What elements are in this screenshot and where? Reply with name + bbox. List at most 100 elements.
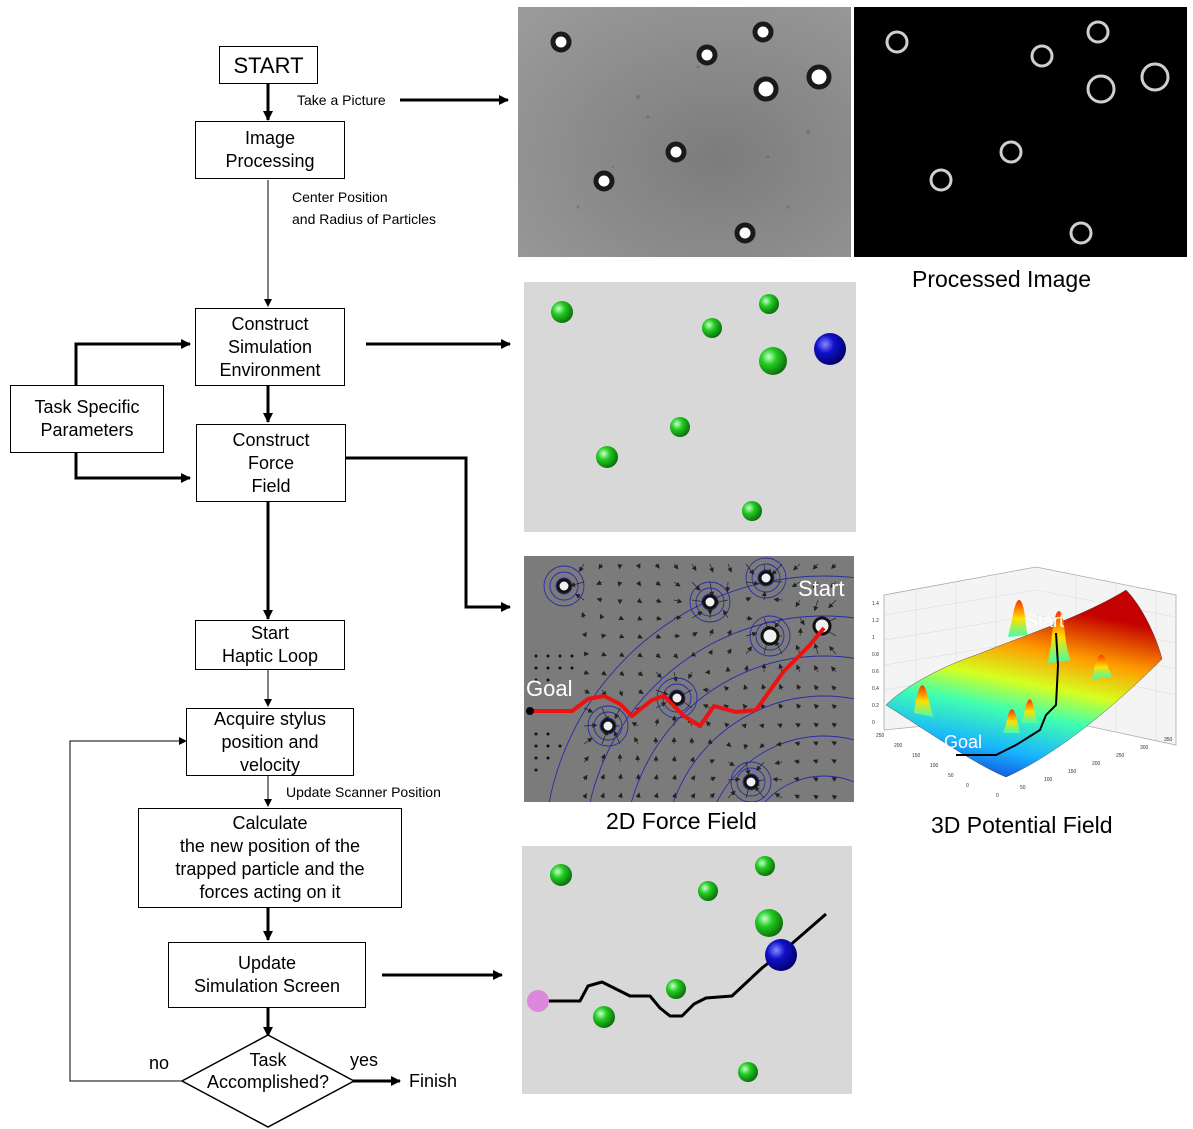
field-arrow xyxy=(813,703,820,710)
field-arrow xyxy=(773,597,783,603)
field-arrow xyxy=(707,649,713,656)
field-arrow xyxy=(745,563,755,575)
field-arrow xyxy=(637,689,644,695)
field-arrow xyxy=(671,774,677,781)
z-tick-label: 0.4 xyxy=(872,686,879,692)
field-arrow xyxy=(691,611,703,619)
field-arrow xyxy=(796,703,802,709)
y-tick-label: 150 xyxy=(912,753,921,759)
field-arrow xyxy=(596,580,603,585)
construct-simulation-text: Construct Simulation Environment xyxy=(219,313,321,380)
path-line-2d xyxy=(530,626,826,728)
field-arrow xyxy=(673,581,681,587)
field-arrow xyxy=(655,633,662,639)
field-arrow xyxy=(655,615,662,621)
update-scanner-label: Update Scanner Position xyxy=(286,784,441,800)
field-arrow xyxy=(830,666,837,673)
field-arrow xyxy=(599,613,605,620)
field-arrow xyxy=(579,563,585,573)
field-arrow xyxy=(691,581,701,591)
potential-surface xyxy=(885,589,1163,778)
field-arrow xyxy=(742,703,748,710)
goal-point-2d xyxy=(526,707,534,715)
processed-image xyxy=(854,7,1187,257)
field-arrow xyxy=(637,615,643,621)
field-arrow xyxy=(723,704,729,710)
field-arrow xyxy=(617,581,623,587)
field-arrow xyxy=(614,707,621,720)
x-tick-label: 150 xyxy=(1068,769,1077,775)
z-tick-label: 0 xyxy=(872,720,875,726)
start-label-2d: Start xyxy=(798,576,844,601)
start-haptic-box: Start Haptic Loop xyxy=(195,620,345,670)
field-arrow xyxy=(831,704,837,710)
field-arrow xyxy=(795,723,801,728)
field-arrow xyxy=(583,737,593,745)
x-tick-label: 300 xyxy=(1140,745,1149,751)
goal-particle-sim xyxy=(527,990,549,1012)
field-arrow xyxy=(583,722,598,728)
field-arrow xyxy=(672,653,679,659)
field-arrow xyxy=(791,581,801,588)
field-arrow xyxy=(601,633,607,639)
field-arrow xyxy=(797,627,803,637)
field-arrow xyxy=(813,599,819,612)
no-label: no xyxy=(149,1053,170,1073)
field-arrow xyxy=(689,756,695,763)
field-arrow xyxy=(829,645,837,655)
field-arrow xyxy=(619,670,625,677)
field-arrow xyxy=(637,633,643,639)
construct-force-text: Construct Force Field xyxy=(232,429,310,496)
field-arrow xyxy=(727,790,736,799)
field-arrow xyxy=(830,563,837,570)
x-tick-label: 250 xyxy=(1116,753,1125,759)
z-tick-label: 1.4 xyxy=(872,601,879,607)
field-arrow xyxy=(774,760,783,766)
field-arrow xyxy=(619,652,625,657)
field-arrow xyxy=(761,591,767,601)
field-arrow xyxy=(655,702,667,709)
z-axis-ticks: 1.41.210.80.60.40.20 xyxy=(872,601,879,726)
field-arrow xyxy=(601,707,609,722)
field-arrow xyxy=(709,581,715,597)
field-arrow xyxy=(828,599,837,609)
path-line-sim xyxy=(538,912,827,1018)
field-arrow xyxy=(831,759,837,764)
field-arrow xyxy=(654,563,660,569)
field-arrow xyxy=(635,792,641,799)
field-arrow xyxy=(756,761,765,771)
field-arrow xyxy=(812,581,819,589)
z-tick-label: 1 xyxy=(872,635,875,641)
field-arrow xyxy=(813,722,819,728)
field-arrow xyxy=(636,580,642,587)
x-tick-label: 200 xyxy=(1092,761,1101,767)
force-field-2d-title: 2D Force Field xyxy=(606,808,757,834)
field-arrow xyxy=(772,776,783,782)
field-arrow xyxy=(583,669,590,675)
field-arrow xyxy=(812,741,819,746)
field-arrow xyxy=(673,615,682,621)
field-arrow xyxy=(655,689,669,696)
field-arrow xyxy=(653,774,659,781)
field-arrow xyxy=(745,646,753,655)
simulation-screen xyxy=(522,846,852,1094)
field-arrow xyxy=(637,671,644,677)
field-arrow xyxy=(655,671,662,679)
field-arrow xyxy=(831,777,837,782)
field-arrow xyxy=(634,736,639,745)
update-simulation-text: Update Simulation Screen xyxy=(193,953,341,996)
field-arrow xyxy=(690,651,697,657)
field-arrow xyxy=(583,707,594,713)
goal-label-3d: Goal xyxy=(944,732,982,752)
field-arrow xyxy=(778,663,784,673)
x-tick-label: 350 xyxy=(1164,737,1173,743)
field-arrow xyxy=(690,792,696,799)
path-line-3d xyxy=(956,632,1060,756)
trapped-particle xyxy=(814,333,846,365)
field-arrow xyxy=(814,665,819,673)
y-tick-label: 250 xyxy=(876,733,885,739)
field-arrow xyxy=(600,773,605,781)
field-arrow xyxy=(600,792,605,799)
